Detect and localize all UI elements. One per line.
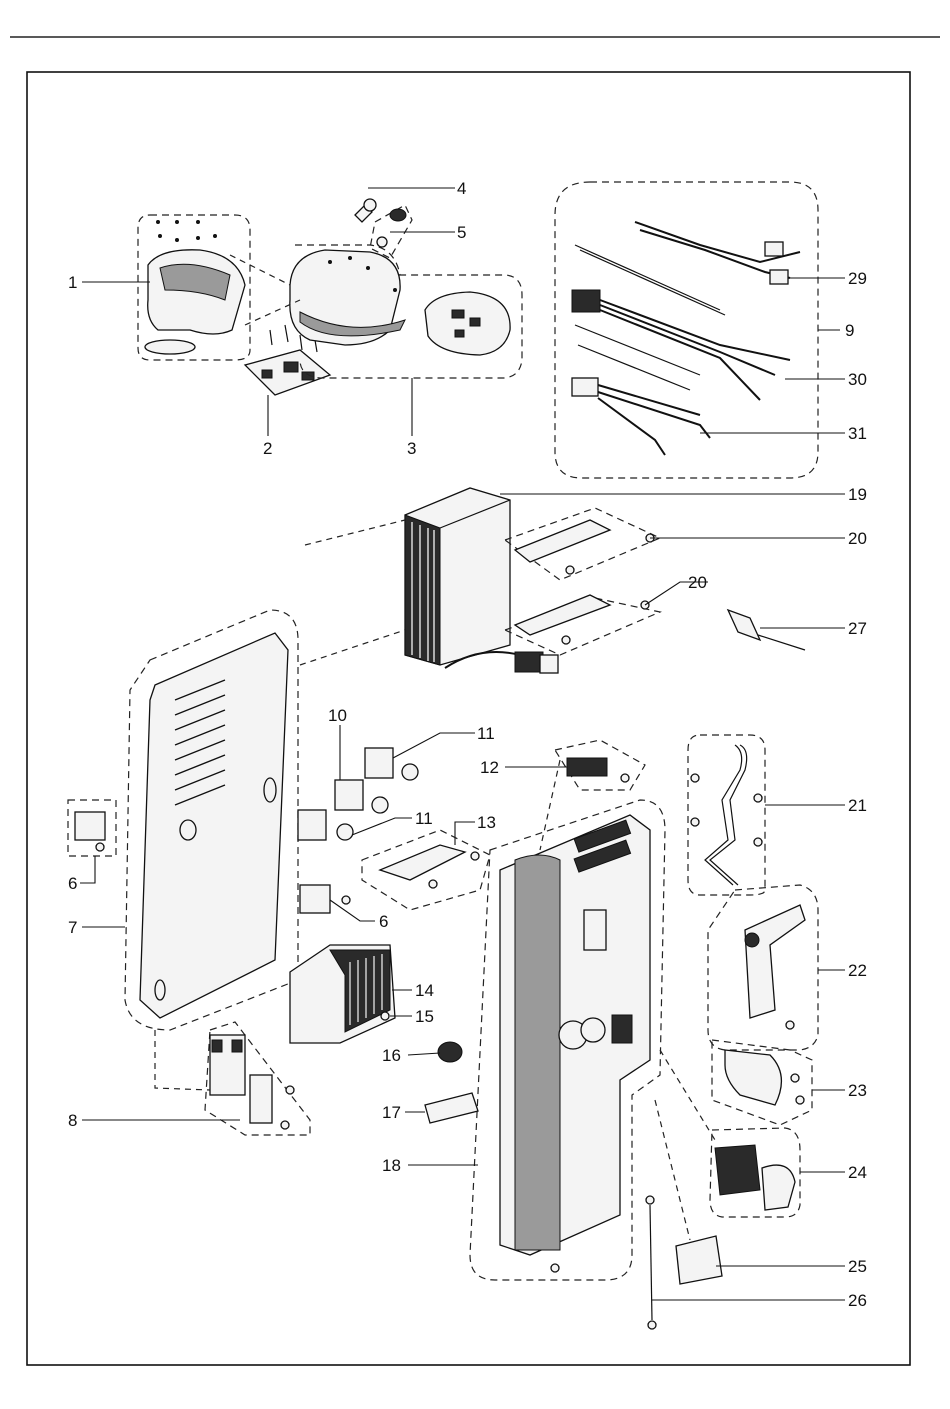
- callout-24: 24: [848, 1163, 867, 1182]
- part-22-arm: [708, 885, 818, 1050]
- callout-7: 7: [68, 918, 77, 937]
- part-14-controller: [290, 945, 395, 1043]
- callout-20-upper: 20: [848, 529, 867, 548]
- part-9-wiring-harness: [555, 182, 818, 478]
- callout-13: 13: [477, 813, 496, 832]
- part-19-charger: [405, 488, 558, 673]
- callout-21: 21: [848, 796, 867, 815]
- callout-11-lower: 11: [415, 809, 433, 828]
- callout-10: 10: [328, 706, 347, 725]
- part-26-tether: [646, 1196, 656, 1329]
- callout-5: 5: [457, 223, 466, 242]
- part-4-key: [355, 199, 376, 222]
- part-13-bracket: [362, 830, 490, 910]
- callout-17: 17: [382, 1103, 401, 1122]
- part-24-charge-socket: [710, 1128, 800, 1217]
- callout-2: 2: [263, 439, 272, 458]
- callout-14: 14: [415, 981, 434, 1000]
- part-18-main-housing: [470, 800, 665, 1280]
- part-7-base-plate: [125, 610, 298, 1030]
- part-17-label-strip: [425, 1093, 478, 1123]
- callout-20-lower: 20: [688, 573, 707, 592]
- callout-18: 18: [382, 1156, 401, 1175]
- callout-16: 16: [382, 1046, 401, 1065]
- callout-15: 15: [415, 1007, 434, 1026]
- part-25-label-plate: [676, 1236, 722, 1284]
- callout-30: 30: [848, 370, 867, 389]
- part-16-plug: [438, 1042, 462, 1062]
- callout-9: 9: [845, 321, 854, 340]
- callout-12: 12: [480, 758, 499, 777]
- part-10-11-switches: [298, 748, 418, 840]
- callout-1: 1: [68, 273, 77, 292]
- callout-23: 23: [848, 1081, 867, 1100]
- callout-31: 31: [848, 424, 867, 443]
- callout-4: 4: [457, 179, 466, 198]
- callout-11-upper: 11: [477, 724, 495, 743]
- callout-6-left: 6: [68, 874, 77, 893]
- callout-29: 29: [848, 269, 867, 288]
- callout-8: 8: [68, 1111, 77, 1130]
- part-12-clip: [555, 740, 645, 790]
- callout-22: 22: [848, 961, 867, 980]
- callout-6-right: 6: [379, 912, 388, 931]
- part-27-connector: [728, 610, 805, 650]
- part-23-bracket: [712, 1040, 812, 1125]
- callout-27: 27: [848, 619, 867, 638]
- callout-19: 19: [848, 485, 867, 504]
- part-15-screw: [381, 1012, 389, 1020]
- part-21-holder: [688, 735, 765, 895]
- callout-26: 26: [848, 1291, 867, 1310]
- part-3-console-cover: [290, 245, 522, 378]
- part-20-brackets: [505, 508, 660, 655]
- part-1-top-housing: [138, 215, 250, 360]
- callout-25: 25: [848, 1257, 867, 1276]
- callout-3: 3: [407, 439, 416, 458]
